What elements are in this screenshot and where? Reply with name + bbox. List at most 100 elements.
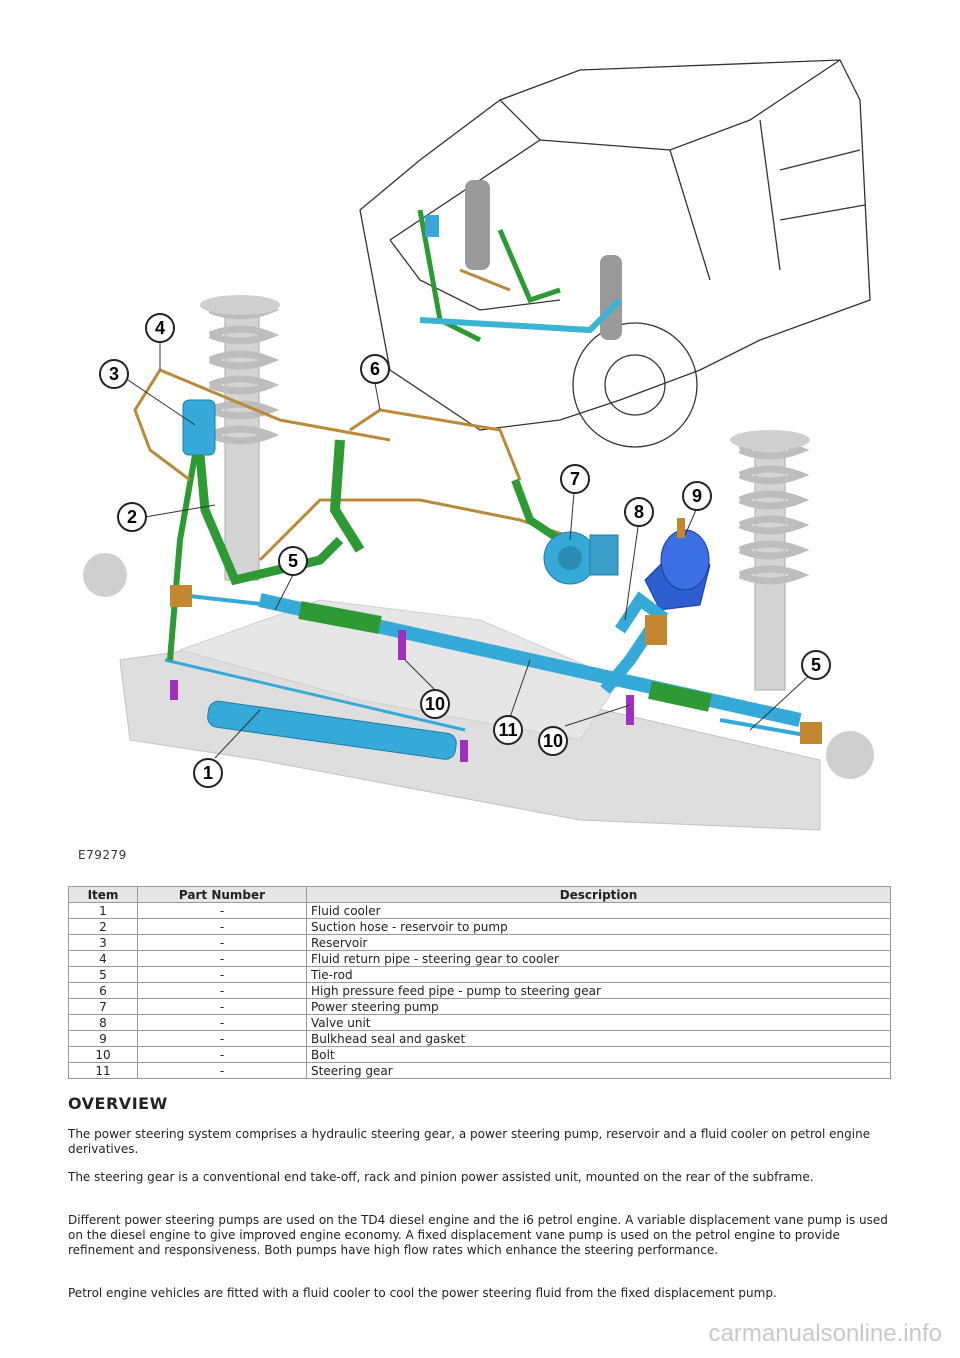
feed-pipe-lower bbox=[258, 498, 581, 562]
leader-lines bbox=[127, 342, 816, 759]
suction-hose bbox=[195, 454, 344, 586]
table-header-row: Item Part Number Description bbox=[68, 886, 891, 903]
cell-part-number: - bbox=[137, 950, 307, 967]
reservoir bbox=[182, 399, 216, 456]
figure-code: E79279 bbox=[78, 848, 127, 862]
watermark: carmanualsonline.info bbox=[708, 1320, 942, 1347]
callout-6: 6 bbox=[360, 354, 390, 384]
callout-label: 9 bbox=[692, 486, 702, 506]
cell-description: Reservoir bbox=[306, 934, 891, 951]
callout-label: 5 bbox=[288, 551, 298, 571]
cell-item: 4 bbox=[68, 950, 138, 967]
cell-part-number: - bbox=[137, 918, 307, 935]
cell-description: Bolt bbox=[306, 1046, 891, 1063]
subframe bbox=[83, 553, 874, 831]
column-header-part-number: Part Number bbox=[137, 886, 307, 903]
callout-label: 1 bbox=[203, 763, 213, 783]
left-strut bbox=[200, 295, 280, 581]
table-row: 6-High pressure feed pipe - pump to stee… bbox=[68, 982, 891, 999]
callout-label: 4 bbox=[155, 318, 165, 338]
callout-label: 6 bbox=[370, 359, 380, 379]
cell-part-number: - bbox=[137, 966, 307, 983]
cell-part-number: - bbox=[137, 1030, 307, 1047]
power-steering-pump bbox=[543, 531, 619, 585]
return-hose bbox=[167, 454, 198, 661]
bulkhead-seal bbox=[644, 518, 711, 611]
overview-paragraph: Petrol engine vehicles are fitted with a… bbox=[68, 1286, 777, 1300]
cell-part-number: - bbox=[137, 1014, 307, 1031]
column-header-item: Item bbox=[68, 886, 138, 903]
cell-description: Power steering pump bbox=[306, 998, 891, 1015]
callout-10-left: 10 bbox=[420, 689, 450, 719]
callout-label: 11 bbox=[498, 720, 517, 740]
callout-label: 5 bbox=[811, 655, 821, 675]
cell-description: Suction hose - reservoir to pump bbox=[306, 918, 891, 935]
table-row: 7-Power steering pump bbox=[68, 998, 891, 1015]
cell-item: 8 bbox=[68, 1014, 138, 1031]
high-pressure-feed-pipe bbox=[349, 408, 522, 481]
fluid-return-pipe bbox=[133, 368, 391, 482]
overview-paragraph: Different power steering pumps are used … bbox=[68, 1213, 888, 1257]
callout-10-right: 10 bbox=[538, 726, 568, 756]
right-strut bbox=[730, 430, 810, 691]
cell-item: 6 bbox=[68, 982, 138, 999]
callout-1: 1 bbox=[193, 758, 223, 788]
vehicle-outline bbox=[359, 59, 871, 448]
parts-table: Item Part Number Description 1-Fluid coo… bbox=[68, 886, 891, 1079]
cell-item: 1 bbox=[68, 902, 138, 919]
cell-part-number: - bbox=[137, 1062, 307, 1079]
table-row: 8-Valve unit bbox=[68, 1014, 891, 1031]
pump-hose bbox=[329, 439, 365, 553]
cell-item: 2 bbox=[68, 918, 138, 935]
power-steering-illustration: 4 3 6 7 8 9 2 5 5 10 11 10 1 bbox=[60, 40, 900, 840]
bolt-icon bbox=[398, 630, 406, 660]
cell-item: 7 bbox=[68, 998, 138, 1015]
table-row: 9-Bulkhead seal and gasket bbox=[68, 1030, 891, 1047]
callout-4: 4 bbox=[145, 313, 175, 343]
cell-part-number: - bbox=[137, 902, 307, 919]
cell-part-number: - bbox=[137, 998, 307, 1015]
cell-item: 5 bbox=[68, 966, 138, 983]
callout-11: 11 bbox=[493, 715, 523, 745]
cell-description: High pressure feed pipe - pump to steeri… bbox=[306, 982, 891, 999]
cell-item: 3 bbox=[68, 934, 138, 951]
table-row: 4-Fluid return pipe - steering gear to c… bbox=[68, 950, 891, 967]
callout-9: 9 bbox=[682, 481, 712, 511]
cell-item: 11 bbox=[68, 1062, 138, 1079]
table-row: 1-Fluid cooler bbox=[68, 902, 891, 919]
column-header-description: Description bbox=[306, 886, 891, 903]
callout-label: 8 bbox=[634, 502, 644, 522]
callout-2: 2 bbox=[117, 502, 147, 532]
cell-description: Bulkhead seal and gasket bbox=[306, 1030, 891, 1047]
table-row: 2-Suction hose - reservoir to pump bbox=[68, 918, 891, 935]
engine-bay-inset bbox=[417, 180, 623, 343]
callout-3: 3 bbox=[99, 359, 129, 389]
cell-item: 10 bbox=[68, 1046, 138, 1063]
fluid-cooler bbox=[164, 658, 466, 760]
cell-item: 9 bbox=[68, 1030, 138, 1047]
table-row: 3-Reservoir bbox=[68, 934, 891, 951]
cell-description: Fluid cooler bbox=[306, 902, 891, 919]
callout-label: 10 bbox=[425, 694, 445, 714]
callout-8: 8 bbox=[624, 497, 654, 527]
cell-description: Tie-rod bbox=[306, 966, 891, 983]
table-row: 11-Steering gear bbox=[68, 1062, 891, 1079]
table-row: 10-Bolt bbox=[68, 1046, 891, 1063]
bolt-icon bbox=[626, 695, 634, 725]
callout-label: 2 bbox=[127, 507, 137, 527]
callout-label: 7 bbox=[570, 469, 580, 489]
cell-description: Steering gear bbox=[306, 1062, 891, 1079]
callout-label: 10 bbox=[543, 731, 563, 751]
cell-part-number: - bbox=[137, 982, 307, 999]
callout-7: 7 bbox=[560, 464, 590, 494]
cell-part-number: - bbox=[137, 934, 307, 951]
overview-paragraph: The steering gear is a conventional end … bbox=[68, 1170, 814, 1184]
overview-paragraph: The power steering system comprises a hy… bbox=[68, 1127, 871, 1156]
callout-5-right: 5 bbox=[801, 650, 831, 680]
callout-label: 3 bbox=[109, 364, 119, 384]
cell-part-number: - bbox=[137, 1046, 307, 1063]
section-heading-overview: OVERVIEW bbox=[68, 1094, 168, 1113]
callout-5-left: 5 bbox=[278, 546, 308, 576]
cell-description: Valve unit bbox=[306, 1014, 891, 1031]
cell-description: Fluid return pipe - steering gear to coo… bbox=[306, 950, 891, 967]
